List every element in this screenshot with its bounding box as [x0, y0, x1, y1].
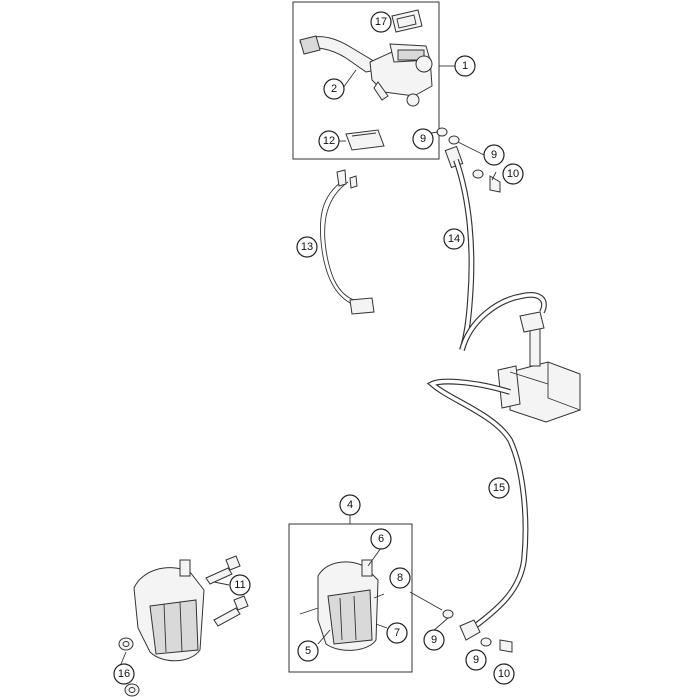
part-13-sensor-cable [319, 169, 375, 315]
svg-text:17: 17 [375, 16, 387, 28]
part-9-washer-upper-a [436, 127, 448, 137]
leader-lines [120, 65, 497, 665]
callout-10-lower: 10 [493, 663, 515, 685]
svg-text:10: 10 [498, 668, 510, 680]
part-1-master-cylinder [369, 43, 433, 107]
svg-text:14: 14 [448, 233, 460, 245]
svg-text:9: 9 [420, 133, 426, 145]
caliper-loose [133, 559, 205, 662]
svg-text:1: 1 [462, 60, 468, 72]
part-17-gasket [391, 9, 423, 33]
svg-text:9: 9 [431, 634, 437, 646]
part-11-bolt-lower [213, 595, 249, 627]
svg-text:8: 8 [397, 572, 403, 584]
part-9-washer-upper-b [448, 135, 460, 145]
callout-7: 7 [386, 622, 408, 644]
svg-text:5: 5 [305, 645, 311, 657]
svg-text:9: 9 [473, 654, 479, 666]
callout-9-lower-left: 9 [423, 629, 445, 651]
svg-text:11: 11 [234, 579, 245, 591]
callout-5: 5 [297, 640, 319, 662]
svg-text:4: 4 [347, 499, 353, 511]
callout-10-upper: 10 [502, 163, 524, 185]
master-cylinder-group-box [292, 1, 440, 160]
caliper-assembly [299, 559, 379, 651]
svg-text:12: 12 [323, 135, 335, 147]
svg-text:15: 15 [493, 482, 505, 494]
svg-text:16: 16 [118, 668, 130, 680]
callout-17: 17 [370, 11, 392, 33]
callout-8: 8 [389, 567, 411, 589]
callout-1: 1 [454, 55, 476, 77]
callout-12: 12 [318, 130, 340, 152]
svg-text:10: 10 [507, 168, 519, 180]
part-16-nut-a [118, 637, 134, 651]
abs-unit [497, 311, 581, 423]
callout-9-lower-right: 9 [465, 649, 487, 671]
svg-text:13: 13 [301, 241, 313, 253]
svg-text:2: 2 [331, 83, 337, 95]
callout-9-upper-right: 9 [483, 144, 505, 166]
caliper-group-box [288, 523, 413, 673]
part-9-washer-lower-a [442, 609, 454, 619]
callout-15: 15 [488, 477, 510, 499]
callout-2: 2 [323, 78, 345, 100]
lower-banjo-fitting [459, 619, 513, 653]
part-16-nut-b [124, 683, 140, 697]
callout-4: 4 [339, 494, 361, 516]
part-14-brake-line-upper [453, 159, 547, 351]
part-11-bolt-upper [205, 555, 241, 585]
part-2-brake-lever [299, 35, 377, 73]
callout-16: 16 [113, 663, 135, 685]
callout-13: 13 [296, 236, 318, 258]
svg-text:7: 7 [394, 627, 400, 639]
svg-text:6: 6 [378, 533, 384, 545]
part-15-brake-line-lower [426, 378, 529, 633]
svg-text:9: 9 [491, 149, 497, 161]
callout-11: 11 [229, 574, 251, 596]
callout-6: 6 [370, 528, 392, 550]
part-12-sensor [345, 129, 385, 151]
callout-14: 14 [443, 228, 465, 250]
callout-9-upper-left: 9 [412, 128, 434, 150]
